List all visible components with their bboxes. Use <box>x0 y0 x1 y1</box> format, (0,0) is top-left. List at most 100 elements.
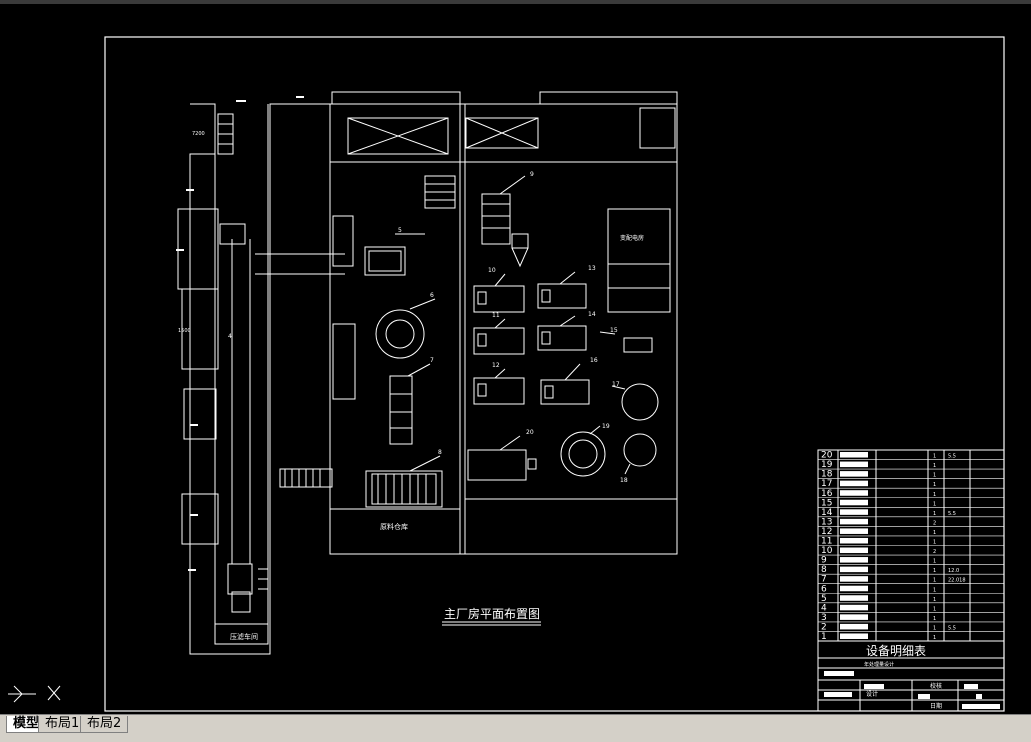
window-top-edge <box>0 0 1031 4</box>
bom-row-qty: 1 <box>933 473 936 479</box>
bom-row-qty: 1 <box>933 511 936 517</box>
bom-row-name-fill <box>840 557 868 563</box>
svg-text:10: 10 <box>488 267 496 274</box>
table-title: 设备明细表 <box>866 644 926 658</box>
tab-model[interactable]: 模型 <box>6 716 47 733</box>
bom-row-qty: 1 <box>933 578 936 584</box>
bom-row-name-fill <box>840 499 868 506</box>
svg-text:16: 16 <box>590 357 598 364</box>
bom-row-name-fill <box>840 566 868 573</box>
room-label-control: 变配电房 <box>620 234 644 242</box>
tab-layout-1[interactable]: 布局1 <box>38 716 87 733</box>
bom-row-number: 12 <box>821 527 832 537</box>
bom-row-number: 13 <box>821 517 832 527</box>
bom-row-name-fill <box>840 576 868 582</box>
room-label-crusher: 原料仓库 <box>380 522 408 531</box>
bom-row-number: 8 <box>821 565 827 575</box>
dimension-text-1: 7200 <box>192 131 205 137</box>
bom-row-name-fill <box>840 518 868 525</box>
svg-text:18: 18 <box>620 477 628 484</box>
bom-row-number: 1 <box>821 632 827 642</box>
bom-row-number: 17 <box>821 479 832 489</box>
bom-row-name-fill <box>840 528 868 534</box>
equipment-number-4: 4 <box>228 333 232 340</box>
bom-row-qty: 1 <box>933 540 936 546</box>
bom-row-number: 6 <box>821 584 827 594</box>
bom-row-note: 5.5 <box>948 511 956 517</box>
equipment-8 <box>365 455 443 508</box>
bom-row-qty: 1 <box>933 501 936 507</box>
bom-row-qty: 1 <box>933 482 936 488</box>
bom-row-number: 15 <box>821 498 832 508</box>
equipment-6 <box>375 298 436 359</box>
sheet-frame <box>104 36 1005 712</box>
bom-row-note: 22.018 <box>948 578 966 584</box>
bom-row-number: 20 <box>821 451 833 461</box>
bom-row-qty: 2 <box>933 549 936 555</box>
bom-row-number: 19 <box>821 460 833 470</box>
bom-row-number: 9 <box>821 556 827 566</box>
bom-row-qty: 1 <box>933 616 936 622</box>
svg-text:9: 9 <box>530 171 534 178</box>
bom-row-qty: 1 <box>933 454 936 460</box>
tab-layout-2[interactable]: 布局2 <box>80 716 129 733</box>
bom-row-number: 14 <box>821 508 833 518</box>
bom-row-qty: 1 <box>933 625 936 631</box>
svg-text:13: 13 <box>588 265 596 272</box>
bom-row-number: 10 <box>821 546 833 556</box>
bom-row-qty: 1 <box>933 568 936 574</box>
ucs-icon <box>8 685 61 703</box>
bom-row-qty: 1 <box>933 587 936 593</box>
svg-text:11: 11 <box>492 312 500 319</box>
layout-tab-bar: 模型 布局1 布局2 <box>0 714 1031 742</box>
bom-row-number: 5 <box>821 594 827 604</box>
drawing-canvas[interactable]: 7200 1500 4 压滤车间 <box>0 4 1031 714</box>
bom-row-name-fill <box>840 509 868 515</box>
title-block-fills <box>824 671 1000 709</box>
equipment-5 <box>364 233 425 276</box>
bom-row-qty: 1 <box>933 463 936 469</box>
cad-drawing: 7200 1500 4 压滤车间 <box>104 36 1005 712</box>
bom-row-note: 5.5 <box>948 454 956 460</box>
svg-text:7: 7 <box>430 357 434 364</box>
bom-row-name-fill <box>840 585 868 592</box>
svg-text:19: 19 <box>602 423 610 430</box>
equipment-tanks <box>467 383 659 481</box>
bom-row-name-fill <box>840 614 868 620</box>
bom-row-name-fill <box>840 547 868 554</box>
bom-row-name-fill <box>840 537 868 544</box>
bom-row-number: 11 <box>821 537 832 547</box>
bom-row-name-fill <box>840 490 868 496</box>
title-block-field-b: 校核 <box>930 682 942 690</box>
svg-text:14: 14 <box>588 311 596 318</box>
bom-row-number: 16 <box>821 489 833 499</box>
plan-title: 主厂房平面布置图 <box>444 606 540 621</box>
svg-text:12: 12 <box>492 362 500 369</box>
bom-row-name-fill <box>840 595 868 601</box>
table-subtitle: 年处理量设计 <box>864 661 894 668</box>
left-building <box>177 103 330 655</box>
svg-text:15: 15 <box>610 327 618 334</box>
bom-row-name-fill <box>840 623 868 630</box>
equipment-7 <box>389 363 431 445</box>
bom-row-note: 5.5 <box>948 625 956 631</box>
bom-row-name-fill <box>840 480 868 487</box>
bom-row-name-fill <box>840 452 868 458</box>
equipment-9 <box>481 175 529 268</box>
title-block-field-a: 设计 <box>866 690 878 698</box>
bom-row-qty: 1 <box>933 530 936 536</box>
bom-row-qty: 1 <box>933 559 936 565</box>
bom-row-name-fill <box>840 471 868 477</box>
svg-text:17: 17 <box>612 381 620 388</box>
bom-row-number: 7 <box>821 575 827 585</box>
bom-row-number: 4 <box>821 603 827 613</box>
bom-row-qty: 2 <box>933 520 936 526</box>
svg-text:20: 20 <box>526 429 534 436</box>
dimension-text-2: 1500 <box>178 328 191 334</box>
bom-row-number: 2 <box>821 622 827 632</box>
svg-text:6: 6 <box>430 292 434 299</box>
room-label-office: 压滤车间 <box>230 632 258 641</box>
bom-row-name-fill <box>840 633 868 639</box>
left-dimension-marks <box>176 96 304 571</box>
svg-text:5: 5 <box>398 227 402 234</box>
